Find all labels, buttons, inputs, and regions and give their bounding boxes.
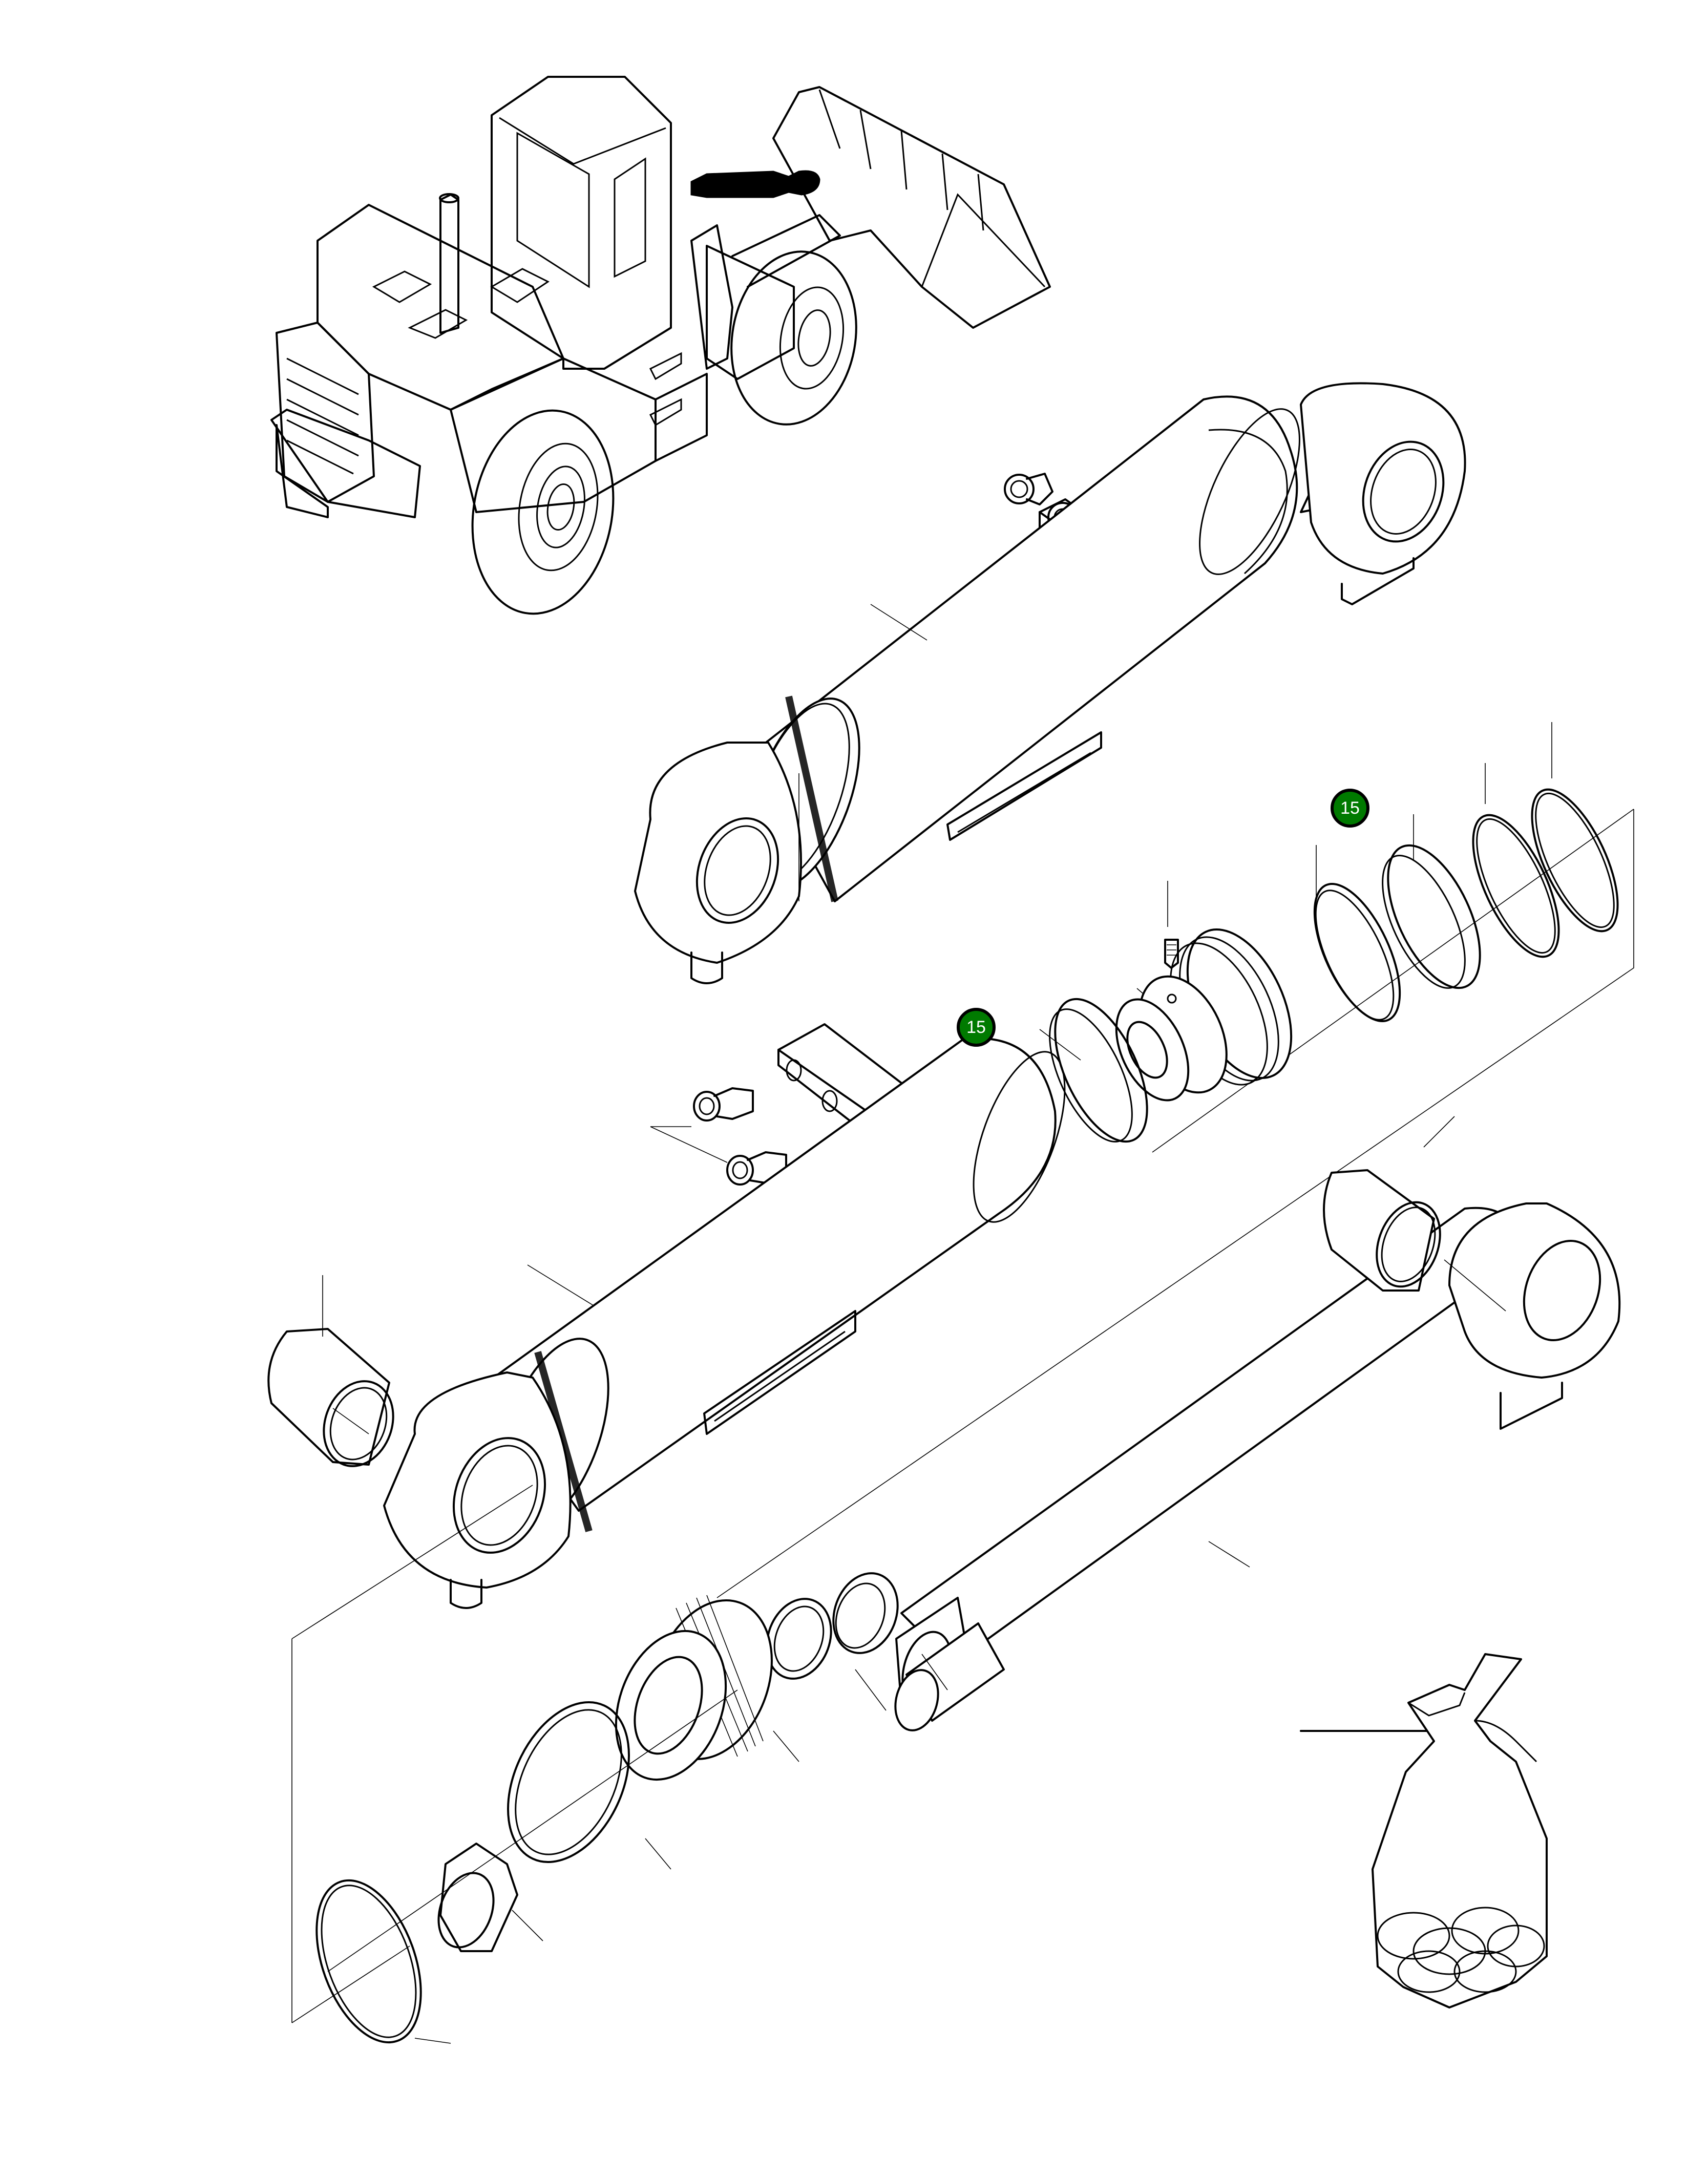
cylinder-tube <box>267 1023 1066 1609</box>
callout-label: 15 <box>1340 798 1360 818</box>
wheel-loader-illustration <box>270 76 1051 615</box>
callout-badge-15-upper[interactable]: 15 <box>1331 789 1369 828</box>
piston-seal-kit <box>716 722 1634 1598</box>
piston-rod <box>894 1116 1621 1731</box>
cylinder-assembly-complete <box>634 382 1466 984</box>
callout-label: 15 <box>966 1017 986 1037</box>
gland-parts <box>291 1485 948 2044</box>
callout-badge-15-lower[interactable]: 15 <box>957 1008 996 1047</box>
seal-kit-bag <box>1300 1653 1548 2008</box>
